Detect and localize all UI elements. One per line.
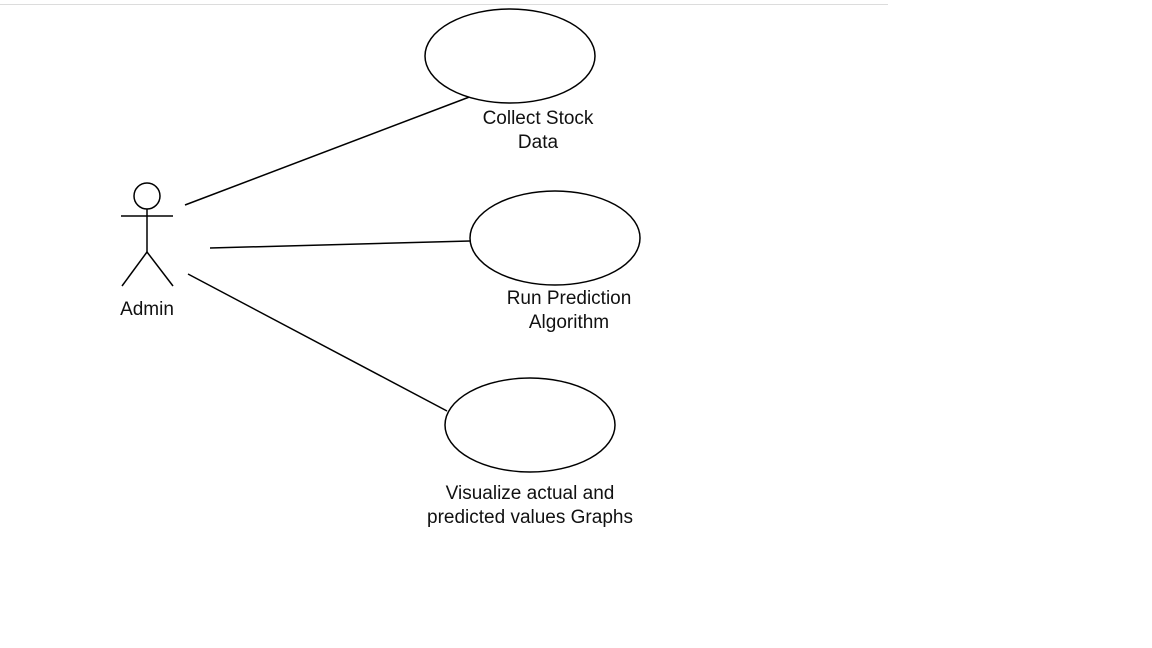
association-line-collect (184, 95, 473, 206)
use-case-label-collect-line2: Data (517, 132, 559, 153)
use-case-label-predict-line2: Algorithm (528, 312, 610, 333)
use-case-ellipse-collect[interactable] (424, 8, 596, 104)
use-case-label-predict-line1: Run Prediction (506, 288, 632, 309)
use-case-label-predict: Run Prediction Algorithm (469, 287, 669, 335)
use-case-ellipse-visualize[interactable] (444, 377, 616, 473)
use-case-ellipse-predict[interactable] (469, 190, 641, 286)
actor-head (133, 182, 161, 210)
use-case-label-collect-line1: Collect Stock (482, 108, 594, 129)
use-case-label-visualize: Visualize actual and predicted values Gr… (400, 482, 660, 530)
actor-stick-figure-icon (121, 182, 174, 287)
association-line-predict (209, 240, 471, 249)
association-line-visualize (187, 273, 448, 412)
actor-name-text: Admin (120, 299, 174, 320)
actor-right-leg (146, 251, 174, 287)
use-case-label-visualize-line1: Visualize actual and (445, 483, 615, 504)
actor-left-leg (121, 251, 148, 287)
use-case-label-visualize-line2: predicted values Graphs (427, 507, 633, 528)
top-divider (0, 4, 888, 5)
actor-label: Admin (97, 298, 197, 322)
use-case-label-collect: Collect Stock Data (438, 107, 638, 155)
